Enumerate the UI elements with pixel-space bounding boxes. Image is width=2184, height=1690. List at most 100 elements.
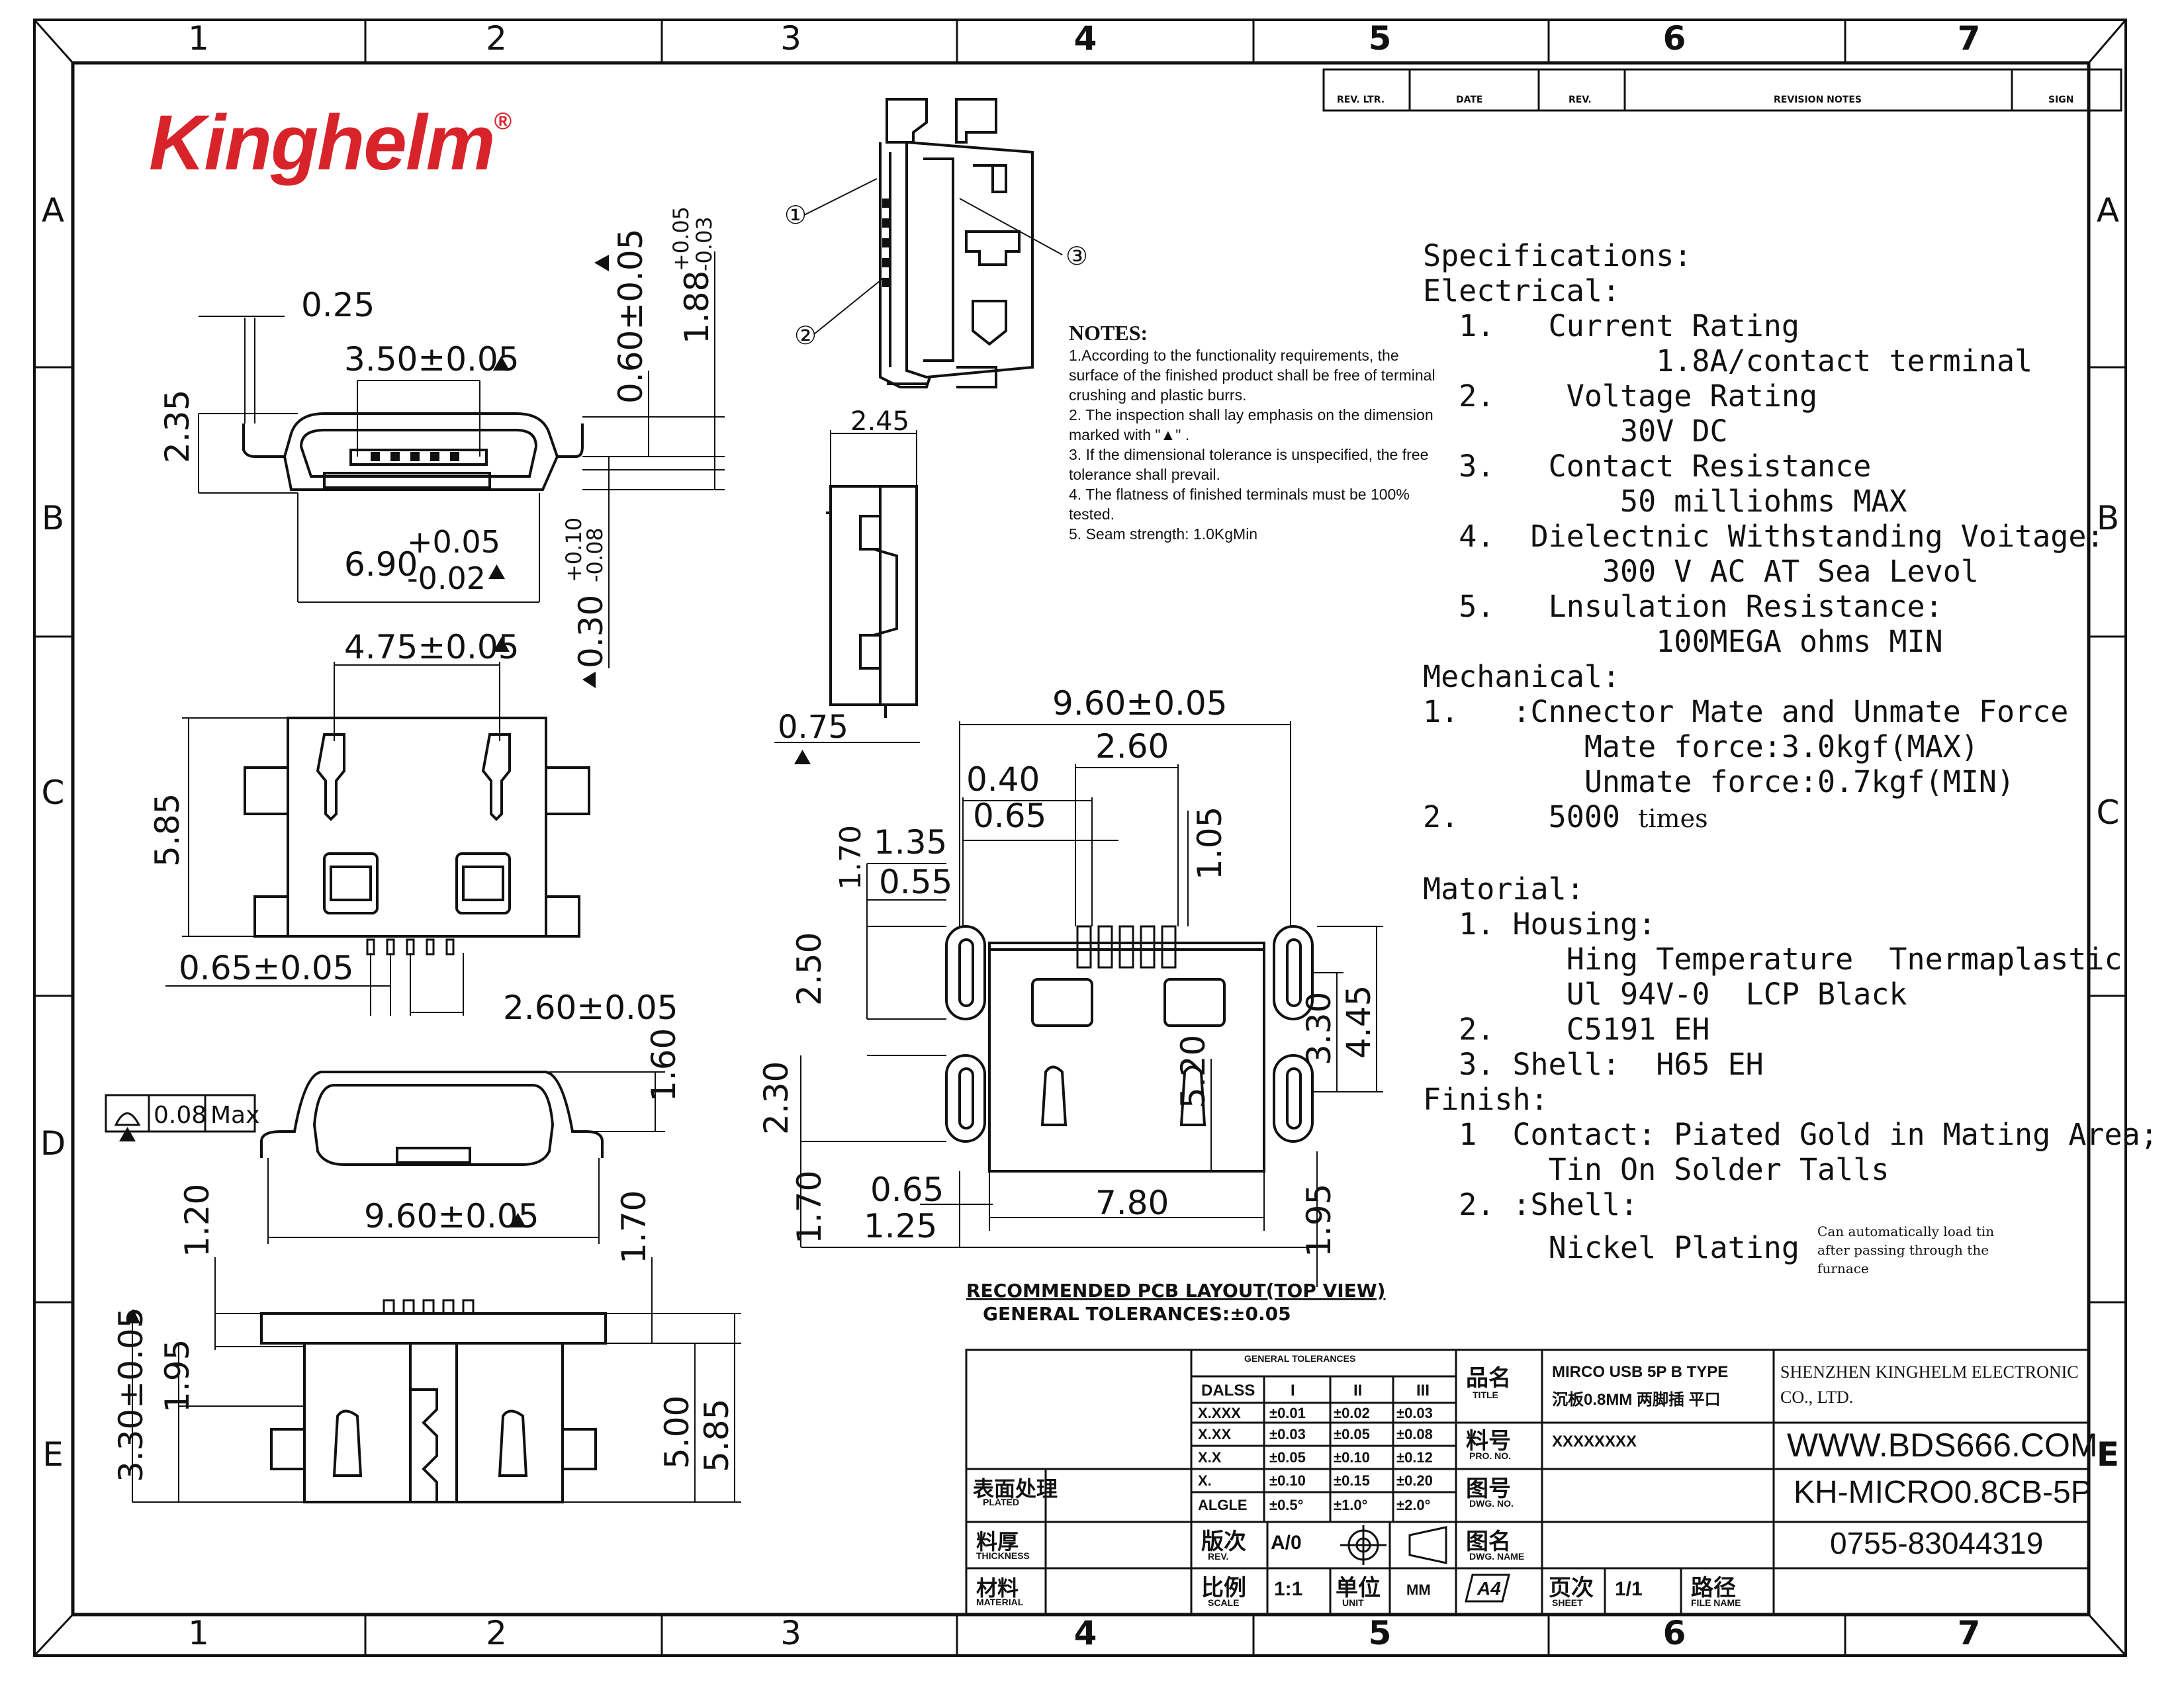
mat-item-1-v2: Ul 94V-0 LCP Black (1566, 977, 1907, 1012)
pcb-dim-0-65b: 0.65 (870, 1171, 944, 1209)
bottom-view-pins (383, 1299, 475, 1315)
dim-5-85-bottom: 5.85 (698, 1399, 736, 1472)
tb-unit-en: UNIT (1342, 1597, 1364, 1608)
specifications-block: Specifications: Electrical: 1. Current R… (1423, 238, 2164, 1278)
tb-tol-r0c0: X.XXX (1198, 1405, 1241, 1421)
col-label-2: 2 (486, 19, 507, 58)
tb-tol-r4c3: ±2.0° (1396, 1497, 1431, 1513)
fin-item-1-num: 1 (1459, 1117, 1477, 1152)
col-label-4: 4 (1074, 19, 1097, 58)
pcb-dim-2-50: 2.50 (790, 932, 829, 1006)
row-label-A: A (42, 191, 64, 230)
fin-item-2-num: 2. (1459, 1187, 1495, 1222)
tb-tol-h2: II (1353, 1382, 1363, 1400)
side-view-drawing (826, 485, 918, 718)
callout-2: ② (794, 321, 817, 350)
projection-symbol (1340, 1525, 1447, 1565)
dim-1-88: 1.88 (678, 271, 716, 344)
pcb-dim-3-30: 3.30 (1300, 992, 1338, 1065)
top-view-pins (371, 452, 459, 461)
mech-item-2-label: 5000 (1548, 799, 1621, 834)
dim-2-35: 2.35 (158, 390, 197, 463)
col-label-5b: 5 (1369, 1614, 1392, 1652)
spec-item-4-num: 4. (1459, 519, 1495, 554)
tb-tol-h3: III (1416, 1382, 1430, 1400)
note-3: 3. If the dimensional tolerance is unspe… (1069, 446, 1429, 483)
row-label-E-right: E (2097, 1435, 2119, 1474)
tb-thickness-en: THICKNESS (976, 1550, 1030, 1561)
tb-scale-value: 1:1 (1274, 1578, 1303, 1600)
outer-frame (33, 19, 2127, 1657)
revision-header (1322, 68, 2122, 112)
mat-item-1: 1. Housing: (1423, 907, 2164, 942)
mat-item-1-v2-row: Ul 94V-0 LCP Black (1423, 977, 2164, 1012)
mat-item-3-num: 3. (1459, 1047, 1495, 1082)
spec-item-5-label: Lnsulation Resistance: (1548, 589, 1943, 624)
tb-product-value-1: MIRCO USB 5P B TYPE (1552, 1363, 1729, 1381)
spec-item-4-label: Dielectnic Withstanding Voitage: (1530, 519, 2105, 554)
callout-3: ③ (1066, 242, 1088, 271)
tb-unit: 单位 (1336, 1576, 1381, 1601)
mat-item-2-label: C5191 EH (1566, 1012, 1710, 1047)
fin-item-2-v1: Nickel Plating (1548, 1230, 1799, 1265)
spec-item-2-num: 2. (1459, 378, 1495, 414)
mech-item-1-v1-row: Mate force:3.0kgf(MAX) (1423, 729, 2164, 764)
pcb-dim-9-60: 9.60±0.05 (1052, 684, 1228, 723)
col-label-3: 3 (780, 19, 801, 58)
mech-item-1-v2-row: Unmate force:0.7kgf(MIN) (1423, 764, 2164, 799)
pcb-layout-drawing (945, 925, 1314, 1173)
col-label-7: 7 (1958, 19, 1981, 58)
mat-item-3-label: Shell: H65 EH (1512, 1047, 1764, 1082)
col-label-1b: 1 (188, 1614, 209, 1652)
spec-title: Specifications: (1423, 238, 1692, 273)
bottom-view-drawing (260, 1312, 607, 1503)
mat-item-1-v1-row: Hing Temperature Tnermaplastic (1423, 942, 2164, 977)
mat-item-2-num: 2. (1459, 1012, 1495, 1047)
tb-drawing-no: 图号 (1466, 1476, 1511, 1501)
dim-1-20: 1.20 (178, 1184, 216, 1257)
dim-0-30-minus: -0.08 (582, 527, 608, 582)
pcb-dim-1-70: 1.70 (834, 825, 868, 890)
pcb-dim-0-40: 0.40 (966, 760, 1040, 799)
pcb-dim-2-60: 2.60 (1095, 727, 1169, 766)
pcb-dim-lines (800, 721, 1383, 1287)
spec-item-2-value: 30V DC (1620, 414, 1728, 449)
rev-label: REV. (1569, 95, 1592, 105)
spec-item-1-value-row: 1.8A/contact terminal (1423, 343, 2164, 378)
dim-2-60-front: 2.60±0.05 (503, 989, 678, 1027)
mech-item-1-label: :Cnnector Mate and Unmate Force (1512, 694, 2069, 729)
dim-5-00: 5.00 (658, 1396, 696, 1469)
tb-website: WWW.BDS666.COM (1787, 1427, 2098, 1464)
tb-paper-size: A4 (1477, 1578, 1501, 1599)
iso-view-pins (882, 199, 890, 287)
spec-item-3: 3. Contact Resistance (1423, 449, 2164, 484)
tb-surface-treatment: 表面处理 (973, 1477, 1058, 1501)
tb-surface-treatment-en: PLATED (983, 1497, 1019, 1507)
flatness-value: 0.08 (154, 1102, 206, 1129)
pcb-dim-0-55: 0.55 (879, 863, 952, 901)
tb-tol-r1c3: ±0.08 (1396, 1426, 1433, 1443)
pcb-caption-tol: GENERAL TOLERANCES:±0.05 (983, 1303, 1291, 1325)
spec-gap (1423, 836, 2164, 871)
tb-phone: 0755-83044319 (1830, 1526, 2044, 1560)
tb-scale: 比例 (1201, 1576, 1246, 1601)
front-view-drawing (244, 717, 590, 938)
spec-material: Matorial: (1423, 871, 1584, 907)
dim-0-65-front: 0.65±0.05 (179, 949, 354, 987)
row-label-B: B (42, 499, 64, 537)
profile-view-drawing (260, 1071, 604, 1166)
tb-scale-en: SCALE (1208, 1597, 1240, 1608)
mat-item-2: 2. C5191 EH (1423, 1012, 2164, 1047)
spec-item-3-num: 3. (1459, 449, 1495, 484)
spec-item-2-label: Voltage Rating (1566, 378, 1818, 414)
front-view-dim-lines (165, 662, 500, 1016)
iso-view-drawing (879, 98, 1034, 388)
tb-material: 材料 (976, 1576, 1019, 1600)
grid-column-marks (34, 20, 2126, 1656)
dim-4-75: 4.75±0.05 (344, 628, 520, 666)
tb-page: 页次 (1549, 1576, 1594, 1601)
tb-tol-r4c1: ±0.5° (1269, 1497, 1304, 1513)
fin-item-2: 2. :Shell: (1423, 1187, 2164, 1222)
spec-item-5-num: 5. (1459, 589, 1495, 624)
tb-version-en: REV. (1208, 1551, 1229, 1562)
